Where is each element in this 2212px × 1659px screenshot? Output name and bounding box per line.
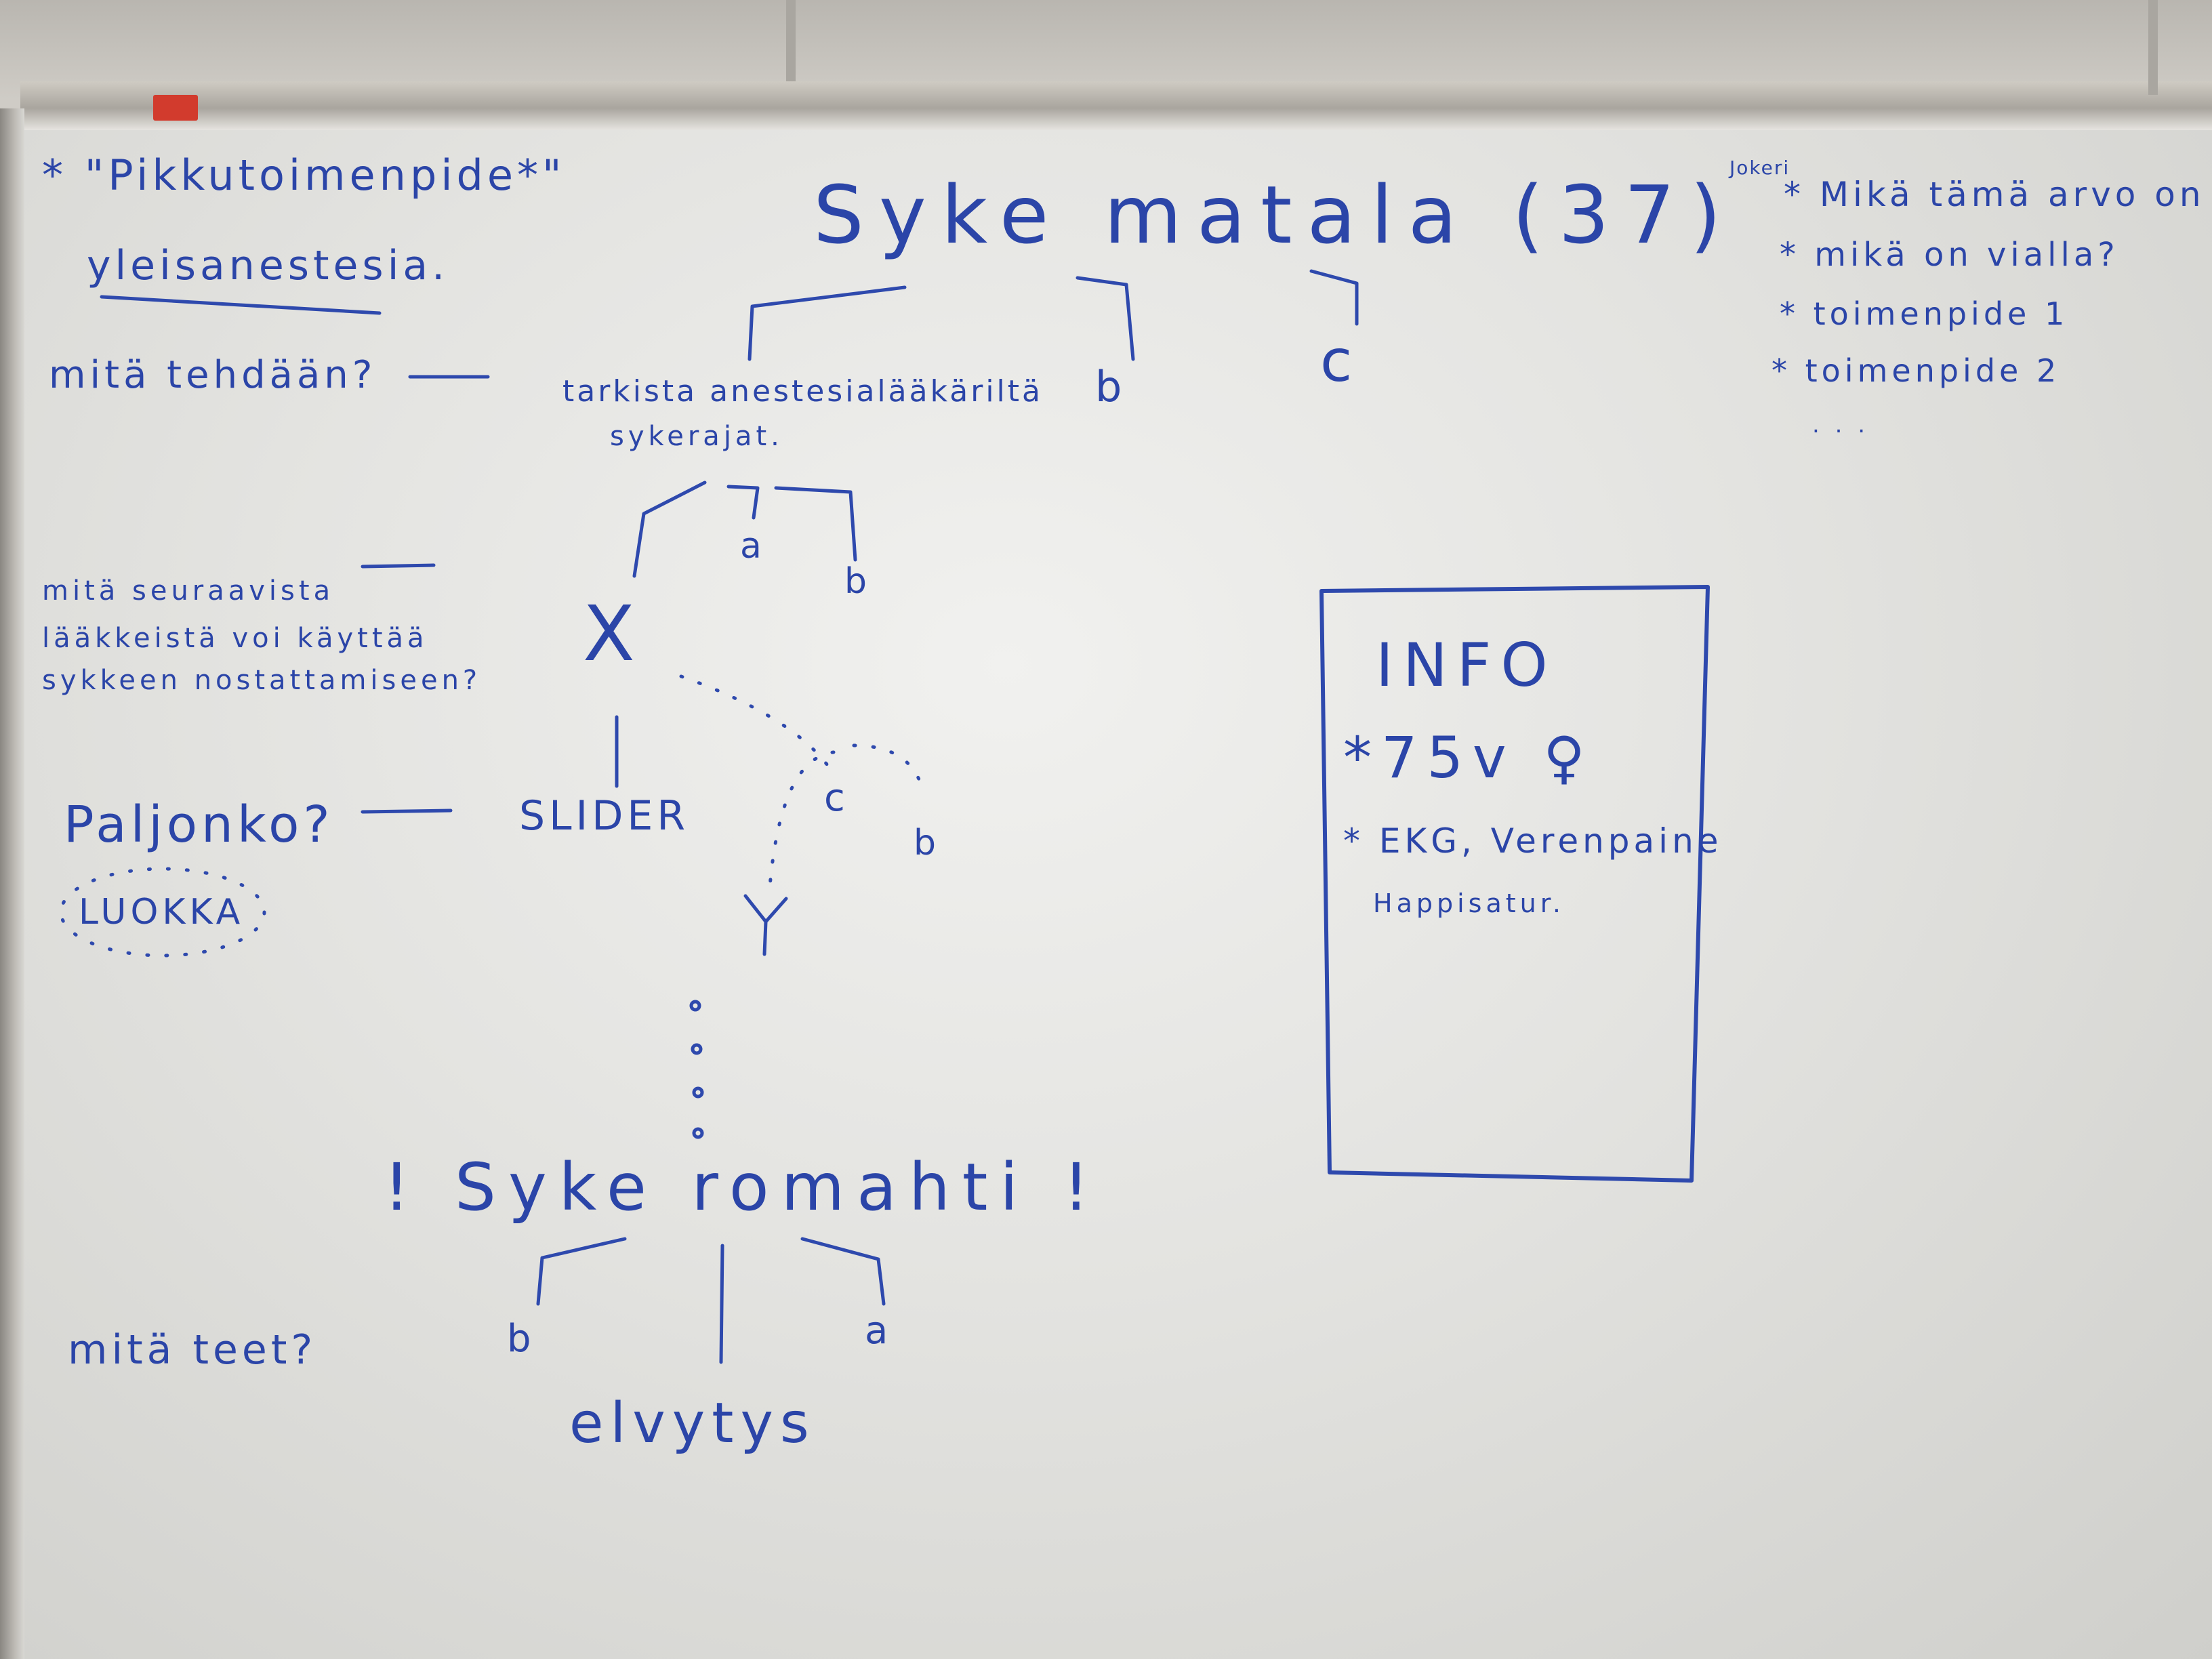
whiteboard-surface [20, 129, 2212, 1659]
info-age-sex: *75v ♀ [1343, 724, 1595, 791]
mark-x: X [583, 590, 635, 678]
category-note: LUOKKA [79, 892, 245, 933]
slider-label: SLIDER [519, 792, 690, 840]
option-c-low: c [824, 776, 849, 820]
info-monitoring: * EKG, Verenpaine [1343, 821, 1723, 861]
joker-item-2: * mikä on vialla? [1780, 236, 2119, 274]
crash-label: ! Syke romahti ! [384, 1149, 1102, 1225]
answer-check-limits-line2: sykerajat. [610, 421, 783, 452]
procedure-label: * "Pikkutoimenpide*" [42, 150, 566, 200]
joker-item-3: * toimenpide 1 [1780, 295, 2069, 332]
question-medication-line1: mitä seuraavista [42, 575, 335, 607]
question-what-to-do: mitä tehdään? [49, 353, 377, 397]
option-b-mid: b [844, 561, 872, 602]
question-what-do-you-do: mitä teet? [68, 1326, 317, 1374]
answer-check-limits-line1: tarkista anestesialääkäriltä [562, 374, 1043, 409]
option-c-top: c [1320, 327, 1357, 395]
joker-more: . . . [1812, 411, 1870, 438]
anesthesia-label: yleisanestesia. [87, 242, 449, 289]
joker-item-4: * toimenpide 2 [1771, 352, 2061, 389]
whiteboard-top-frame [20, 81, 2212, 130]
question-medication-line2: lääkkeistä voi käyttää [42, 623, 428, 654]
joker-item-1: * Mikä tämä arvo on [1784, 175, 2205, 214]
info-oxygen: Happisatur. [1373, 888, 1565, 918]
brand-sticker [153, 95, 198, 121]
resuscitation-label: elvytys [569, 1391, 816, 1456]
option-a-mid: a [740, 526, 766, 567]
wall-seam [786, 0, 796, 81]
scenario-title: Syke matala (37) [813, 168, 1736, 262]
question-how-much: Paljonko? [64, 796, 334, 854]
option-a-bottom: a [865, 1309, 893, 1353]
joker-label: Jokeri [1729, 157, 1790, 179]
option-b-top: b [1095, 362, 1126, 411]
option-b-bottom: b [507, 1317, 535, 1361]
question-medication-line3: sykkeen nostattamiseen? [42, 665, 482, 696]
wall-seam [2148, 0, 2158, 95]
info-title: INFO [1376, 630, 1557, 700]
whiteboard-left-frame [0, 108, 24, 1659]
option-b-low: b [914, 823, 941, 863]
